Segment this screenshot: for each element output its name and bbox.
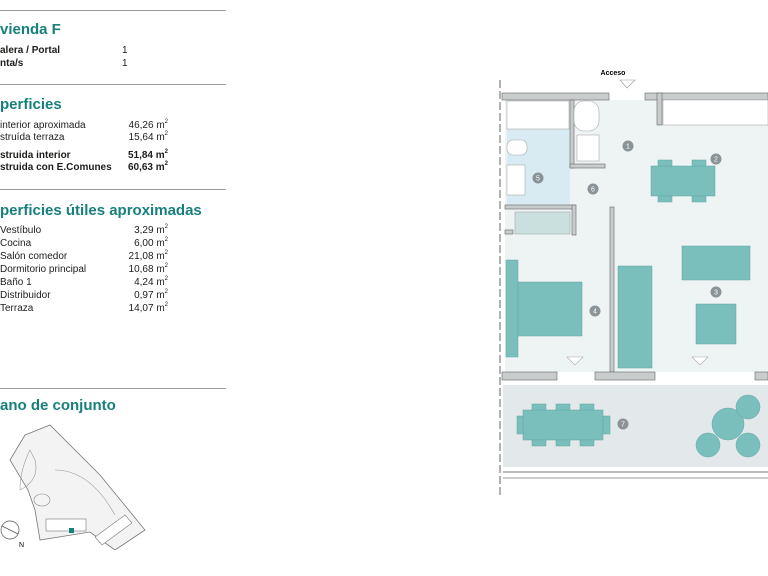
room-number-badge	[532, 172, 544, 184]
divider	[0, 189, 226, 190]
room-number: 1	[626, 144, 630, 151]
north-label: N	[19, 542, 24, 549]
site-plan-map: N	[0, 424, 146, 550]
room-number: 6	[591, 187, 595, 194]
room-number: 4	[593, 309, 597, 316]
surfaces-title: perficies	[0, 96, 62, 113]
divider	[0, 84, 226, 85]
room-number-badge	[589, 305, 601, 317]
room-number: 5	[536, 176, 540, 183]
useful-surfaces-title: perficies útiles aproximadas	[0, 202, 202, 219]
room-number: 7	[621, 422, 625, 429]
access-label: Acceso	[601, 70, 626, 77]
room-number: 2	[714, 157, 718, 164]
room-number-badge	[710, 153, 722, 165]
room-number-badge	[622, 140, 634, 152]
furniture	[505, 159, 761, 458]
site-plan-title: ano de conjunto	[0, 397, 116, 414]
unit-location-marker	[69, 528, 74, 533]
access-arrow-icon	[619, 79, 636, 89]
room-number-badge	[710, 286, 722, 298]
divider	[0, 388, 226, 389]
unit-title: vienda F	[0, 21, 61, 38]
room-number: 3	[714, 290, 718, 297]
room-number-badge	[617, 418, 629, 430]
divider	[0, 10, 226, 11]
room-number-badge	[587, 183, 599, 195]
floor-plan: Acceso 1 2 3 4 5 6 7	[499, 70, 768, 495]
compass-icon	[0, 520, 20, 540]
